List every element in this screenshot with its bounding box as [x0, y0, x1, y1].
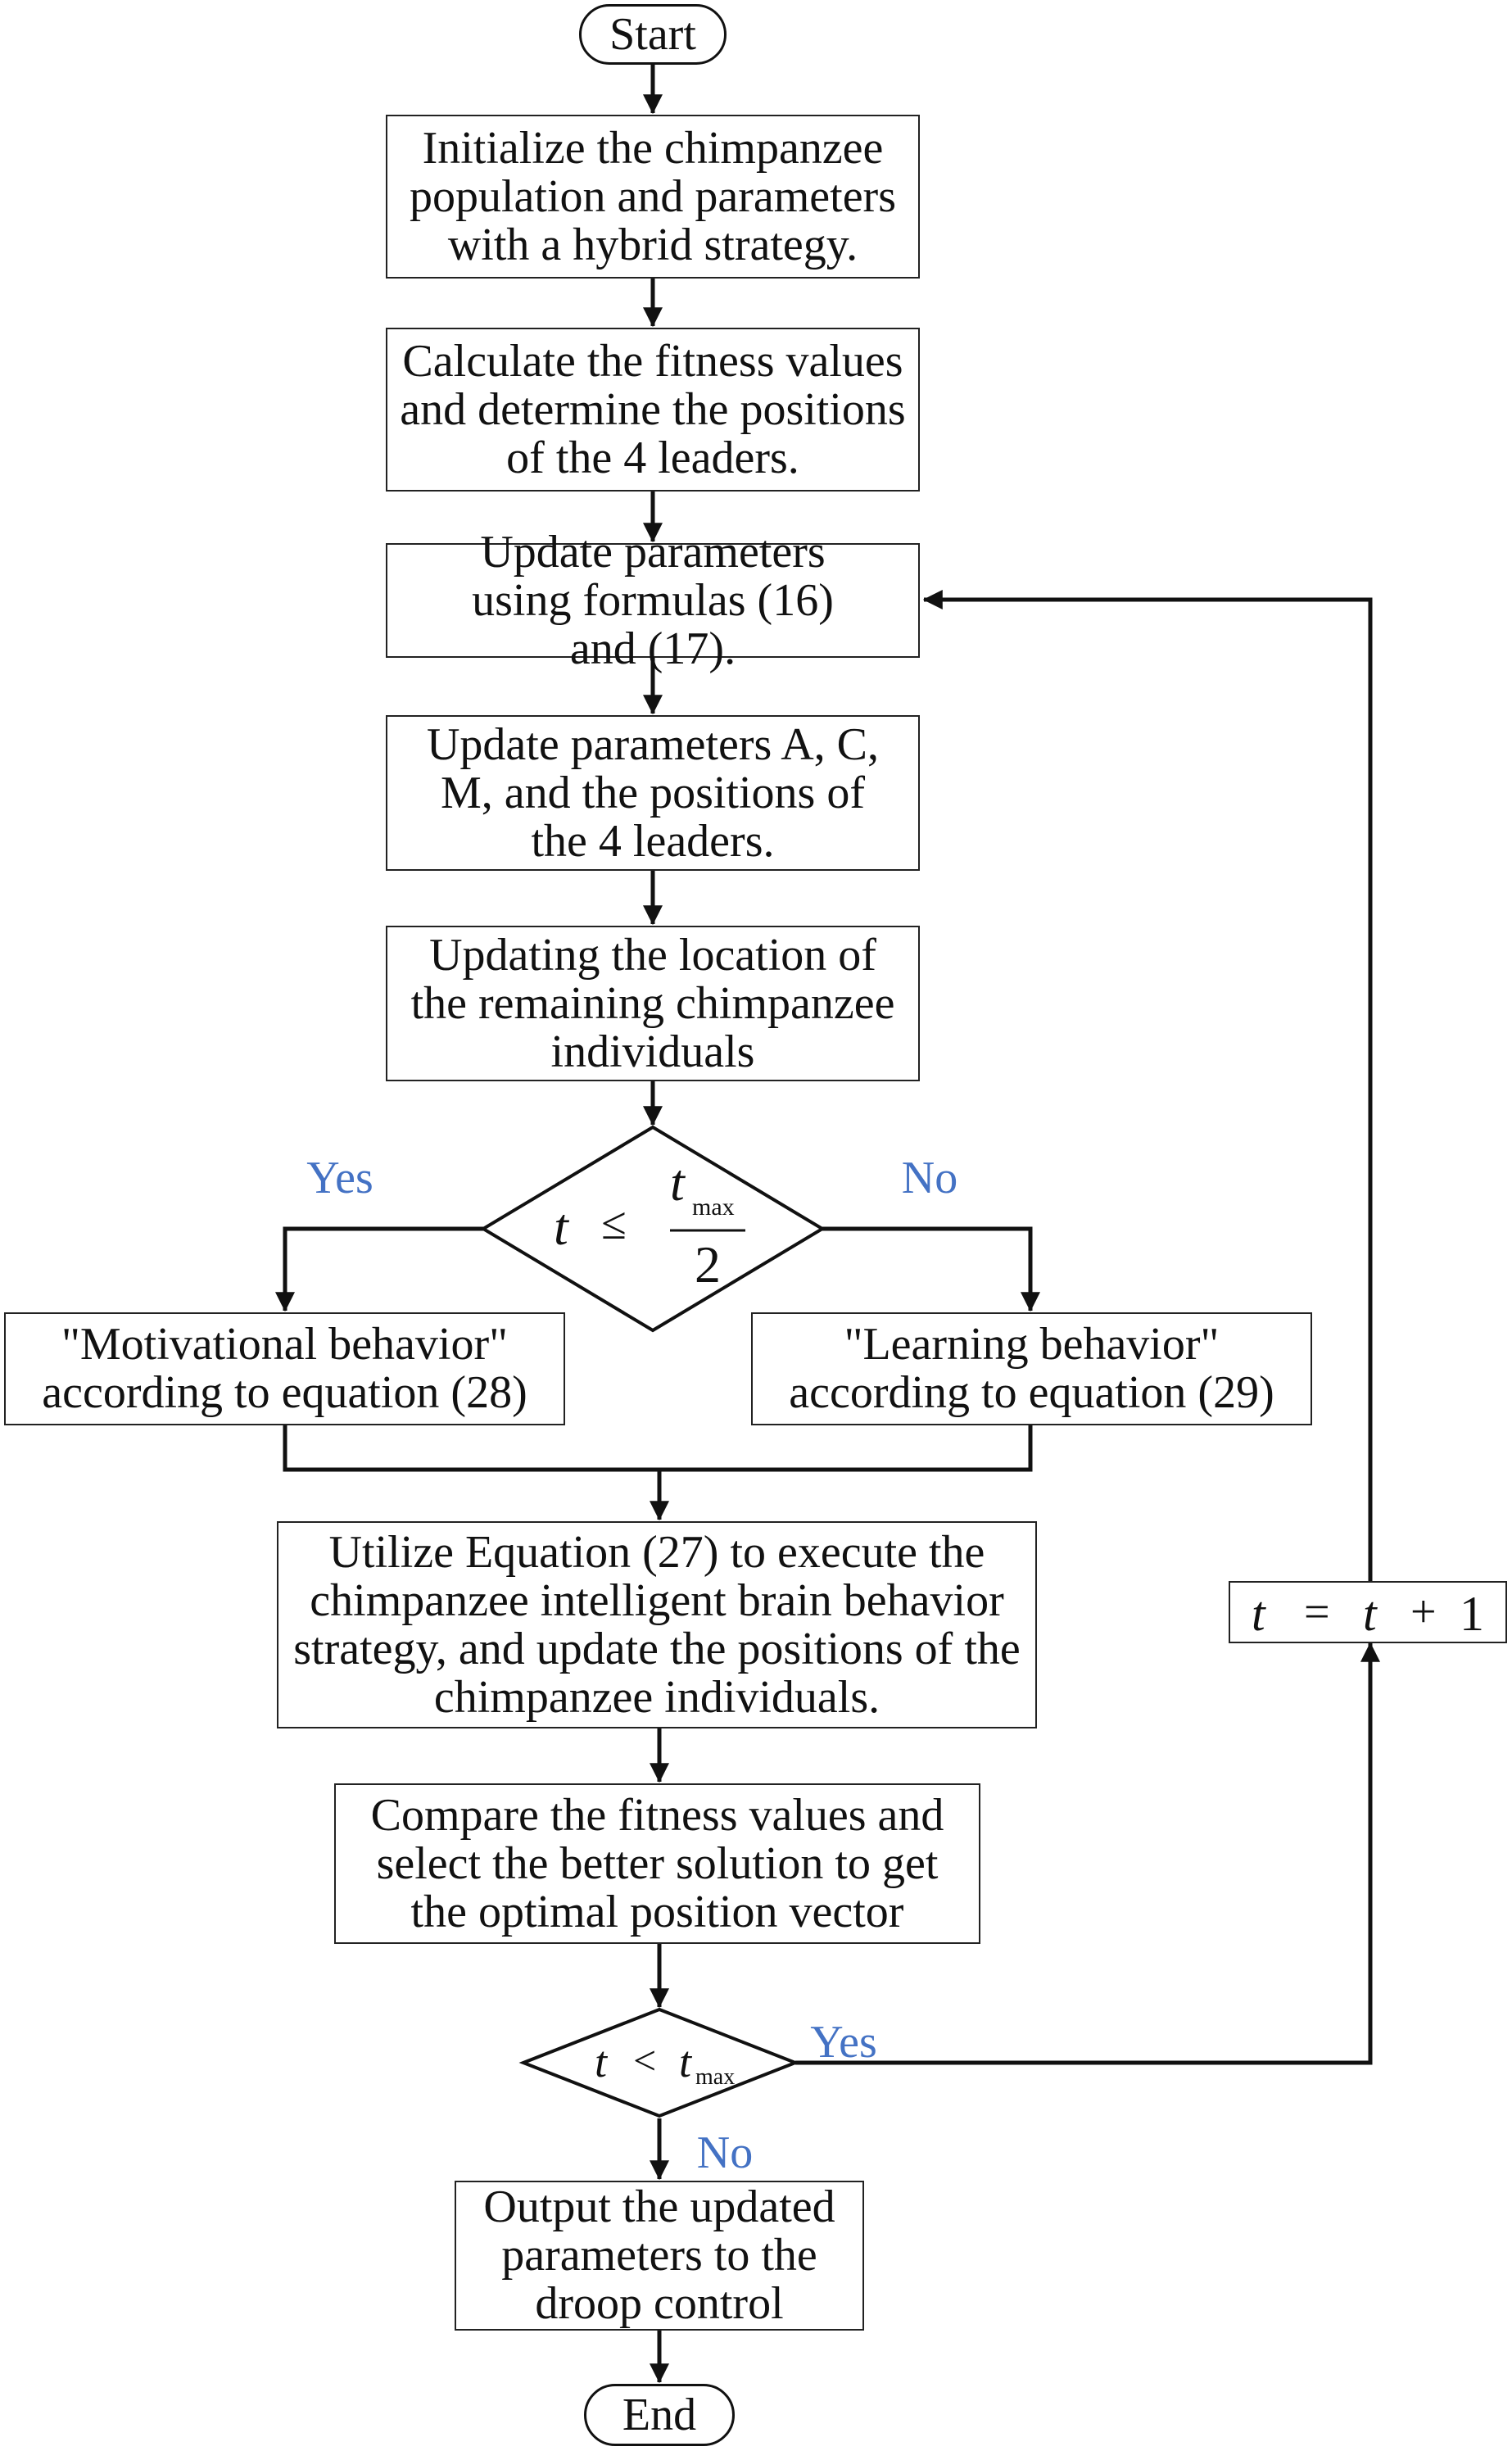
increment-one: 1	[1460, 1587, 1484, 1641]
decision-half-numerator-sub: max	[692, 1194, 735, 1221]
decision-max-no-label: No	[696, 2127, 754, 2178]
step-calculate-fitness-text: Calculate the fitness values and determi…	[400, 335, 906, 483]
decision-half-numerator: t	[670, 1153, 685, 1212]
step-compare-fitness-text: Compare the fitness values and select th…	[370, 1789, 944, 1937]
decision-half-diamond	[480, 1125, 826, 1333]
increment-rhs-var: t	[1363, 1587, 1377, 1641]
increment-plus: +	[1410, 1587, 1437, 1638]
step-output-parameters: Output the updated parameters to the dro…	[455, 2181, 864, 2331]
step-initialize-population-text: Initialize the chimpanzee population and…	[409, 122, 896, 270]
step-output-parameters-text: Output the updated parameters to the dro…	[483, 2181, 835, 2329]
end-label: End	[622, 2389, 697, 2440]
step-update-remaining-location: Updating the location of the remaining c…	[386, 926, 920, 1081]
decision-half-yes-label: Yes	[306, 1153, 373, 1203]
edge-increment-to-formulas	[922, 590, 1373, 1581]
end-terminal: End	[584, 2384, 735, 2446]
step-motivational-behavior: "Motivational behavior" according to equ…	[4, 1312, 565, 1425]
decision-max-rhs-sub: max	[695, 2064, 736, 2090]
step-update-acm-leaders-text: Update parameters A, C, M, and the posit…	[426, 718, 880, 867]
step-calculate-fitness: Calculate the fitness values and determi…	[386, 328, 920, 492]
increment-equals: =	[1304, 1587, 1330, 1638]
decision-half-operator: ≤	[601, 1198, 627, 1249]
decision-max-operator: <	[633, 2037, 657, 2083]
step-motivational-behavior-text: "Motivational behavior" according to equ…	[42, 1319, 527, 1418]
decision-max-rhs: t	[679, 2037, 692, 2086]
step-compare-fitness: Compare the fitness values and select th…	[334, 1783, 980, 1944]
step-increment-t: t = t + 1	[1229, 1581, 1507, 1643]
decision-max-diamond	[518, 2007, 800, 2118]
step-update-formulas-text: Update parameters using formulas (16) an…	[472, 526, 834, 674]
decision-half-no-label: No	[901, 1153, 958, 1203]
step-update-acm-leaders: Update parameters A, C, M, and the posit…	[386, 715, 920, 871]
decision-half-denominator: 2	[695, 1235, 721, 1293]
step-update-remaining-location-text: Updating the location of the remaining c…	[410, 929, 895, 1077]
step-learning-behavior-text: "Learning behavior" according to equatio…	[789, 1319, 1274, 1418]
start-label: Start	[609, 8, 696, 60]
edge-decision-yes-loop	[795, 1642, 1380, 2065]
edge-decision-no	[822, 1226, 1040, 1312]
step-brain-behavior-strategy: Utilize Equation (27) to execute the chi…	[277, 1521, 1037, 1728]
step-learning-behavior: "Learning behavior" according to equatio…	[751, 1312, 1312, 1425]
decision-max-yes-label: Yes	[810, 2017, 877, 2068]
step-initialize-population: Initialize the chimpanzee population and…	[386, 115, 920, 279]
step-brain-behavior-strategy-text: Utilize Equation (27) to execute the chi…	[293, 1526, 1021, 1723]
increment-lhs: t	[1252, 1587, 1265, 1641]
start-terminal: Start	[579, 4, 727, 65]
decision-half-var: t	[554, 1198, 568, 1256]
edge-motivational-merge	[283, 1425, 1033, 1472]
edge-decision-yes	[275, 1226, 483, 1312]
step-update-formulas: Update parameters using formulas (16) an…	[386, 528, 920, 673]
decision-max-var: t	[595, 2037, 608, 2086]
